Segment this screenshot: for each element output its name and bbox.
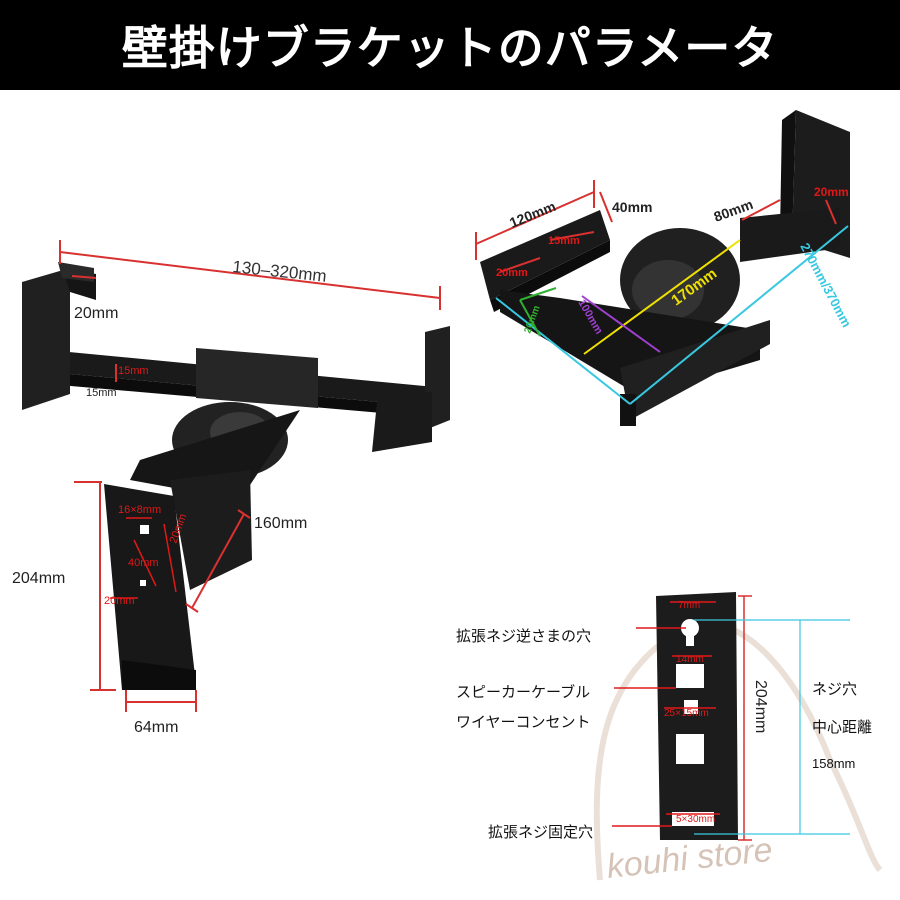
dim-inner-15: 15mm — [548, 235, 580, 247]
fixed-slot — [672, 812, 714, 826]
dim-bar-black: 15mm — [86, 387, 117, 399]
right-top-shelf — [480, 210, 610, 300]
wall-plate: 7mm 14mm 25×15mm 5×30mm 204mm 拡張ネジ逆さまの穴 … — [456, 592, 883, 886]
dim-bottom-slot: 5×30mm — [676, 814, 715, 825]
left-clamp-arm — [22, 268, 70, 410]
dim-height: 204mm — [12, 570, 65, 587]
left-bracket: 130–320mm 20mm 15mm 15mm 160mm 204mm 64m… — [12, 240, 450, 736]
page-title: 壁掛けブラケットのパラメータ — [121, 21, 779, 75]
cable-hole — [676, 664, 704, 688]
dim-slot: 16×8mm — [118, 504, 161, 516]
dim-width-range: 130–320mm — [232, 257, 328, 286]
dim-top-height: 40mm — [612, 199, 652, 215]
label-cable-1: スピーカーケーブル — [456, 683, 590, 701]
label-fixed: 拡張ネジ固定穴 — [488, 823, 593, 841]
right-bracket: 120mm 40mm 80mm 20mm 15mm 20mm 20mm 100m… — [475, 110, 854, 426]
label-center-2: 中心距離 — [812, 718, 872, 736]
left-arm — [170, 470, 252, 590]
dim-top-width: 120mm — [507, 198, 558, 231]
dim-hole-40: 40mm — [128, 557, 159, 569]
dim-cable-hole: 25×15mm — [664, 708, 709, 719]
center-slide-block — [196, 348, 318, 408]
dim-arm-length: 160mm — [254, 515, 307, 532]
title-banner: 壁掛けブラケットのパラメータ — [0, 0, 900, 90]
dim-arm-tip: 20mm — [74, 305, 118, 322]
right-bottom-rail — [620, 320, 770, 420]
dim-hole-20b: 20mm — [104, 595, 135, 607]
dim-top-hole: 7mm — [678, 600, 700, 611]
dim-base-width: 64mm — [134, 719, 178, 736]
label-cable-2: ワイヤーコンセント — [456, 713, 591, 731]
dim-plate-tip: 20mm — [814, 185, 849, 199]
left-wall-plate — [104, 484, 196, 690]
dim-mid-hole: 14mm — [676, 654, 704, 665]
dim-bar-red: 15mm — [118, 365, 149, 377]
label-keyhole: 拡張ネジ逆さまの穴 — [456, 627, 591, 645]
dim-plate-height: 204mm — [752, 680, 769, 733]
wall-plate-body — [656, 592, 738, 840]
watermark-text: kouhi store — [605, 831, 774, 886]
label-center-1: ネジ穴 — [812, 680, 857, 698]
label-center-distance: 158mm — [812, 756, 855, 771]
dim-inner-20: 20mm — [496, 267, 528, 279]
